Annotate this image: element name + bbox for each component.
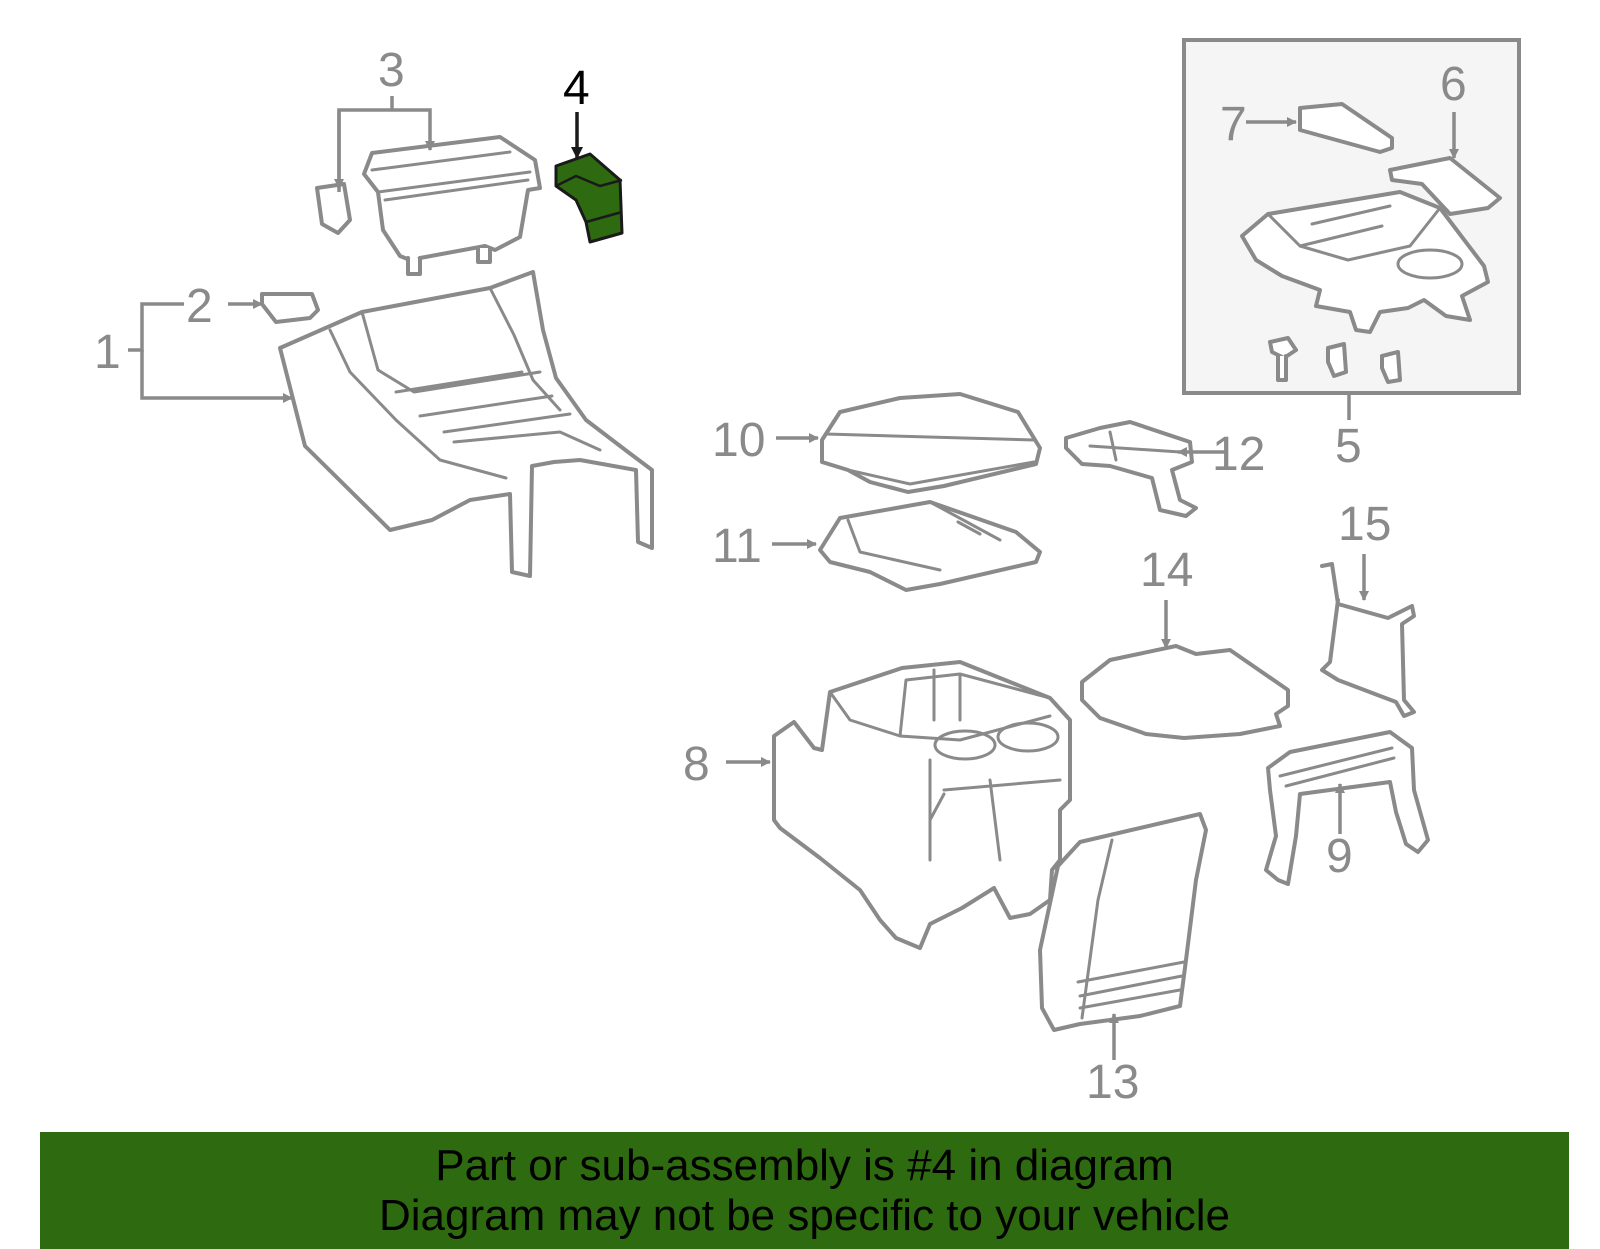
part-13-rear-panel: [1038, 812, 1208, 1032]
part-15-bracket: [1320, 562, 1416, 718]
callout-5: 5: [1335, 420, 1362, 473]
part-1-console-body: [278, 270, 654, 578]
part-2-clip: [260, 292, 320, 324]
callout-3: 3: [378, 44, 405, 97]
part-5-shift-panel: [1240, 190, 1490, 384]
part-3-storage-tray: [315, 135, 542, 276]
part-10-armrest-lid: [820, 392, 1042, 494]
callout-7: 7: [1220, 98, 1247, 151]
banner-part-line: Part or sub-assembly is #4 in diagram: [435, 1140, 1174, 1190]
callout-15: 15: [1338, 498, 1391, 551]
part-6-cover: [1388, 156, 1502, 216]
callout-14: 14: [1140, 544, 1193, 597]
callout-10: 10: [712, 414, 765, 467]
part-7-trim-panel: [1298, 102, 1394, 154]
callout-4: 4: [563, 62, 590, 115]
part-12-hinge: [1064, 420, 1198, 518]
callout-2: 2: [186, 280, 213, 333]
callout-8: 8: [683, 738, 710, 791]
info-banner: Part or sub-assembly is #4 in diagram Di…: [40, 1132, 1569, 1249]
part-14-mat: [1080, 644, 1290, 740]
part-8-console-box: [772, 660, 1072, 950]
leader-lines: [128, 96, 1459, 1060]
part-9-frame: [1264, 730, 1430, 886]
part-11-lid-inner: [818, 500, 1042, 592]
banner-disclaimer-line: Diagram may not be specific to your vehi…: [378, 1190, 1231, 1240]
callout-13: 13: [1086, 1056, 1139, 1109]
callout-6: 6: [1440, 58, 1467, 111]
part-4-cup-holder-insert: [554, 152, 624, 244]
callout-12: 12: [1212, 428, 1265, 481]
callout-9: 9: [1326, 830, 1353, 883]
callout-1: 1: [94, 326, 121, 379]
callout-11: 11: [712, 520, 762, 573]
